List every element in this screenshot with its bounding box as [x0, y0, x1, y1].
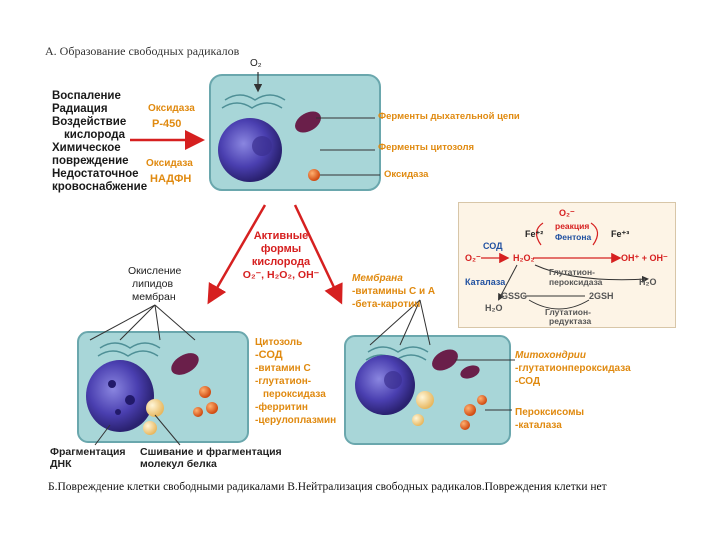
cell-c	[344, 335, 511, 445]
bottom-caption: Б.Повреждение клетки свободными радикала…	[48, 481, 607, 493]
rx-gr-2: редуктаза	[549, 316, 592, 326]
rx-fe3: Fe⁺³	[611, 229, 630, 239]
cause-item: Радиация	[52, 103, 108, 115]
peroxisome-a	[308, 169, 320, 181]
ros-line: кислорода	[251, 256, 311, 268]
reaction-scheme-box: O₂⁻ Fe⁺² Fe⁺³ реакция Фентона СОД O₂⁻ H₂…	[458, 202, 676, 328]
oxidase-label-2: Оксидаза	[146, 158, 193, 169]
cytosol-item: -глутатион-	[255, 376, 312, 387]
cell-b	[77, 331, 249, 443]
rx-catalase: Каталаза	[465, 277, 506, 287]
lipid-line: липидов	[132, 278, 174, 290]
causes-list: Воспаление Радиация Воздействие кислород…	[52, 90, 147, 194]
cause-item: Химическое	[52, 142, 121, 154]
cytosol-item: -СОД	[255, 349, 283, 361]
cytosol-item: -ферритин	[255, 402, 308, 413]
membrane-item: -бета-каротин	[352, 299, 421, 310]
membrane-block: Мембрана -витамины С и А -бета-каротин	[352, 272, 435, 311]
ros-formula: O₂⁻, H₂O₂, OH⁻	[242, 269, 320, 281]
o2-label-top: O₂	[250, 58, 262, 69]
nucleus-a	[218, 118, 282, 182]
ros-line: Активные	[253, 230, 309, 242]
dna-line: Фрагментация	[50, 446, 126, 458]
cytosol-item: -витамин С	[255, 363, 311, 374]
perox-item: -каталаза	[515, 420, 562, 431]
resp-enzymes-label: Ферменты дыхательной цепи	[378, 111, 520, 122]
oxidase-label-3: Оксидаза	[384, 169, 429, 180]
cytosol-block: Цитозоль -СОД -витамин С -глутатион- пер…	[255, 336, 336, 427]
nadph-label: НАДФН	[150, 173, 192, 185]
rx-gpx-1: Глутатион-	[549, 267, 595, 277]
mito-block: Митохондрии -глутатионпероксидаза -СОД	[515, 349, 631, 388]
rx-gpx-2: пероксидаза	[549, 277, 603, 287]
rx-h2o2: H₂O₂	[513, 253, 535, 263]
cytosol-item: -церулоплазмин	[255, 415, 337, 426]
perox-title: Пероксисомы	[515, 407, 585, 418]
ros-line: формы	[260, 243, 302, 255]
dna-label: Фрагментация ДНК	[50, 446, 126, 470]
rx-fenton-1: реакция	[555, 221, 590, 231]
cytosol-enzymes-label: Ферменты цитозоля	[378, 142, 475, 153]
membrane-title: Мембрана	[352, 273, 403, 284]
reaction-arrows	[481, 222, 649, 310]
section-title-a: А. Образование свободных радикалов	[45, 44, 240, 58]
cell-a	[209, 74, 381, 191]
rx-h2o-right: H₂O	[639, 277, 657, 287]
cause-item: кислорода	[64, 129, 125, 141]
cause-item: Воздействие	[52, 116, 127, 128]
mitochondrion-b	[171, 353, 199, 375]
cytosol-title: Цитозоль	[255, 337, 303, 348]
mitochondrion-c	[432, 349, 458, 371]
rx-gr-1: Глутатион-	[545, 307, 591, 317]
cause-item: Воспаление	[52, 90, 121, 102]
dna-line: ДНК	[50, 458, 72, 470]
mito-item: -глутатионпероксидаза	[515, 363, 631, 374]
rx-gsh: 2GSH	[589, 291, 614, 301]
oxidase-label-1: Оксидаза	[148, 103, 195, 114]
cytosol-item: пероксидаза	[263, 389, 326, 400]
protein-line: молекул белка	[140, 458, 217, 470]
mito-title: Митохондрии	[515, 350, 587, 361]
rx-sod: СОД	[483, 241, 503, 251]
ros-label: Активные формы кислорода O₂⁻, H₂O₂, OH⁻	[236, 230, 326, 282]
membrane-item: -витамины С и А	[352, 286, 436, 297]
p450-label: Р-450	[152, 118, 182, 130]
protein-label: Сшивание и фрагментация молекул белка	[140, 446, 282, 470]
lipid-line: Окисление	[128, 265, 182, 277]
protein-line: Сшивание и фрагментация	[140, 446, 282, 458]
rx-fe2: Fe⁺²	[525, 229, 544, 239]
cause-item: Недостаточное	[52, 168, 139, 180]
mito-item: -СОД	[515, 376, 541, 387]
nucleus-b	[86, 360, 154, 432]
rx-gssg: GSSG	[501, 291, 528, 301]
cause-item: повреждение	[52, 155, 129, 167]
rx-o2-top: O₂⁻	[559, 208, 575, 218]
lipid-oxidation-label: Окисление липидов мембран	[128, 265, 181, 304]
rx-h2o-left: H₂O	[485, 303, 503, 313]
mitochondrion-a	[295, 111, 321, 133]
cause-item: кровоснабжение	[52, 181, 148, 193]
lipid-line: мембран	[132, 291, 176, 303]
rx-oh: OH⁺ + OH⁻	[621, 253, 668, 263]
nucleus-c	[355, 355, 415, 415]
rx-o2: O₂⁻	[465, 253, 481, 263]
rx-fenton-2: Фентона	[555, 232, 592, 242]
perox-block: Пероксисомы -каталаза	[515, 406, 584, 432]
